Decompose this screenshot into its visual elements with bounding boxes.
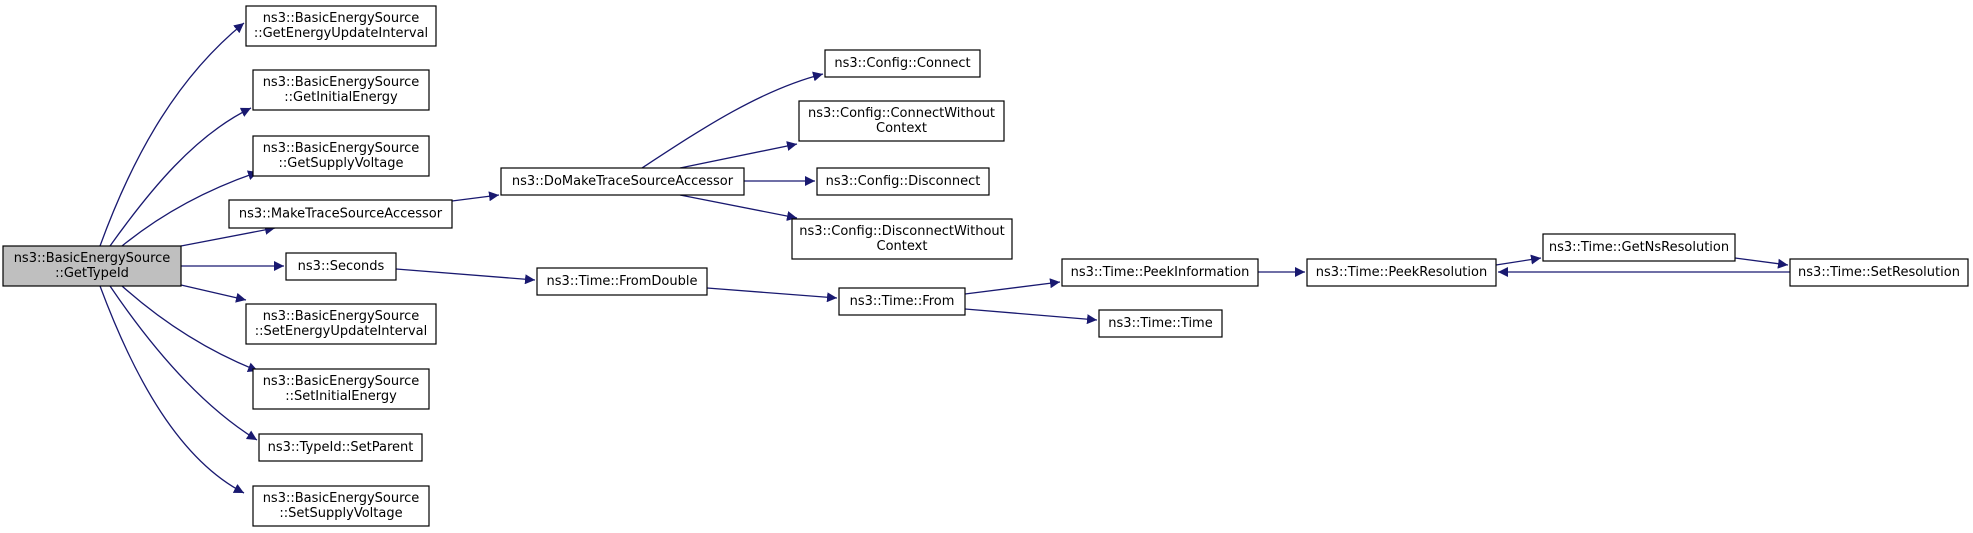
node-label-line: ns3::BasicEnergySource (14, 251, 171, 266)
node-box (252, 485, 430, 527)
node-label-line: ns3::BasicEnergySource (263, 75, 420, 90)
node-label-line: ns3::Config::ConnectWithout (808, 106, 995, 121)
nodes-layer: ns3::BasicEnergySource::GetTypeIdns3::Ba… (2, 5, 1969, 527)
node-box (2, 245, 182, 287)
node-label-line: ::GetEnergyUpdateInterval (254, 26, 428, 41)
node-box (1542, 233, 1736, 262)
node-seconds[interactable]: ns3::Seconds (285, 252, 397, 281)
node-box (798, 100, 1005, 142)
node-box (252, 69, 430, 111)
node-label-line: ::SetSupplyVoltage (279, 506, 402, 521)
node-box (252, 135, 430, 177)
edge-doMakeTraceSourceAccessor-to-configDisconnectWithoutContext (679, 194, 798, 221)
node-setEnergyUpdateInterval[interactable]: ns3::BasicEnergySource::SetEnergyUpdateI… (245, 303, 437, 345)
node-configDisconnect[interactable]: ns3::Config::Disconnect (816, 167, 990, 196)
edge-root-to-typeIdSetParent (109, 285, 258, 441)
edge-seconds-to-timeFromDouble (395, 268, 536, 285)
node-label-line: ::SetEnergyUpdateInterval (255, 324, 428, 339)
node-label-line: ns3::Time::Time (1108, 316, 1212, 331)
edge-timeFrom-to-timeTime (964, 308, 1098, 325)
node-label-line: ns3::Config::Connect (834, 56, 970, 71)
node-setSupplyVoltage[interactable]: ns3::BasicEnergySource::SetSupplyVoltage (252, 485, 430, 527)
node-label-line: ns3::DoMakeTraceSourceAccessor (512, 174, 734, 189)
node-label-line: ::GetTypeId (55, 266, 129, 281)
node-label-line: ns3::BasicEnergySource (263, 309, 420, 324)
node-label-line: ns3::Config::Disconnect (826, 174, 981, 189)
edge-root-to-setInitialEnergy (121, 285, 259, 372)
node-getInitialEnergy[interactable]: ns3::BasicEnergySource::GetInitialEnergy (252, 69, 430, 111)
node-label-line: ::GetInitialEnergy (284, 90, 398, 105)
node-label-line: ns3::TypeId::SetParent (268, 440, 414, 455)
node-getSupplyVoltage[interactable]: ns3::BasicEnergySource::GetSupplyVoltage (252, 135, 430, 177)
node-label-line: ns3::Time::FromDouble (547, 274, 698, 289)
node-label-line: ns3::BasicEnergySource (263, 141, 420, 156)
node-timePeekResolution[interactable]: ns3::Time::PeekResolution (1306, 258, 1497, 287)
node-configConnect[interactable]: ns3::Config::Connect (824, 49, 981, 78)
node-box (245, 303, 437, 345)
node-label-line: ns3::Time::PeekResolution (1316, 265, 1487, 280)
node-box (824, 49, 981, 78)
edge-timePeekResolution-to-timeGetNsResolution (1495, 254, 1542, 266)
node-timeFromDouble[interactable]: ns3::Time::FromDouble (536, 267, 708, 296)
edge-timeGetNsResolution-to-timeSetResolution (1734, 257, 1789, 269)
node-timeGetNsResolution[interactable]: ns3::Time::GetNsResolution (1542, 233, 1736, 262)
node-label-line: ns3::MakeTraceSourceAccessor (239, 207, 443, 222)
edge-makeTraceSourceAccessor-to-doMakeTraceSourceAccessor (451, 191, 500, 202)
node-box (1061, 258, 1259, 287)
edge-timeFrom-to-timePeekInformation (964, 278, 1061, 295)
node-box (838, 287, 966, 316)
node-label-line: ns3::BasicEnergySource (263, 491, 420, 506)
node-box (1306, 258, 1497, 287)
edge-root-to-getInitialEnergy (109, 107, 252, 247)
node-timeFrom[interactable]: ns3::Time::From (838, 287, 966, 316)
node-box (791, 218, 1013, 260)
node-timeSetResolution[interactable]: ns3::Time::SetResolution (1789, 258, 1969, 287)
node-root[interactable]: ns3::BasicEnergySource::GetTypeId (2, 245, 182, 287)
node-getEnergyUpdateInterval[interactable]: ns3::BasicEnergySource::GetEnergyUpdateI… (245, 5, 437, 47)
node-label-line: ns3::Seconds (298, 259, 385, 274)
node-label-line: ns3::Time::GetNsResolution (1549, 240, 1729, 255)
node-label-line: Context (876, 121, 927, 136)
node-label-line: ::SetInitialEnergy (285, 389, 397, 404)
node-label-line: Context (877, 239, 928, 254)
node-box (500, 167, 745, 196)
node-label-line: ::GetSupplyVoltage (279, 156, 404, 171)
node-box (816, 167, 990, 196)
node-box (245, 5, 437, 47)
node-box (285, 252, 397, 281)
edge-timeFromDouble-to-timeFrom (706, 287, 838, 303)
node-label-line: ns3::Time::PeekInformation (1071, 265, 1250, 280)
node-box (252, 368, 430, 410)
node-box (228, 199, 453, 229)
node-timeTime[interactable]: ns3::Time::Time (1098, 309, 1223, 338)
node-box (1098, 309, 1223, 338)
node-box (536, 267, 708, 296)
edge-root-to-getSupplyVoltage (121, 170, 259, 247)
edge-root-to-getEnergyUpdateInterval (99, 22, 245, 247)
node-label-line: ns3::Time::From (850, 294, 955, 309)
node-label-line: ns3::BasicEnergySource (263, 11, 420, 26)
edge-root-to-setSupplyVoltage (99, 285, 245, 494)
node-label-line: ns3::Time::SetResolution (1798, 265, 1960, 280)
node-box (258, 433, 423, 462)
node-box (1789, 258, 1969, 287)
node-typeIdSetParent[interactable]: ns3::TypeId::SetParent (258, 433, 423, 462)
node-makeTraceSourceAccessor[interactable]: ns3::MakeTraceSourceAccessor (228, 199, 453, 229)
node-label-line: ns3::BasicEnergySource (263, 374, 420, 389)
edge-root-to-setEnergyUpdateInterval (180, 284, 247, 303)
node-timePeekInformation[interactable]: ns3::Time::PeekInformation (1061, 258, 1259, 287)
node-doMakeTraceSourceAccessor[interactable]: ns3::DoMakeTraceSourceAccessor (500, 167, 745, 196)
edge-doMakeTraceSourceAccessor-to-configConnectWithoutContext (679, 141, 798, 169)
edge-root-to-makeTraceSourceAccessor (180, 224, 276, 247)
node-setInitialEnergy[interactable]: ns3::BasicEnergySource::SetInitialEnergy (252, 368, 430, 410)
edges-layer (99, 22, 1790, 494)
node-label-line: ns3::Config::DisconnectWithout (799, 224, 1005, 239)
edge-doMakeTraceSourceAccessor-to-configConnect (641, 71, 824, 169)
